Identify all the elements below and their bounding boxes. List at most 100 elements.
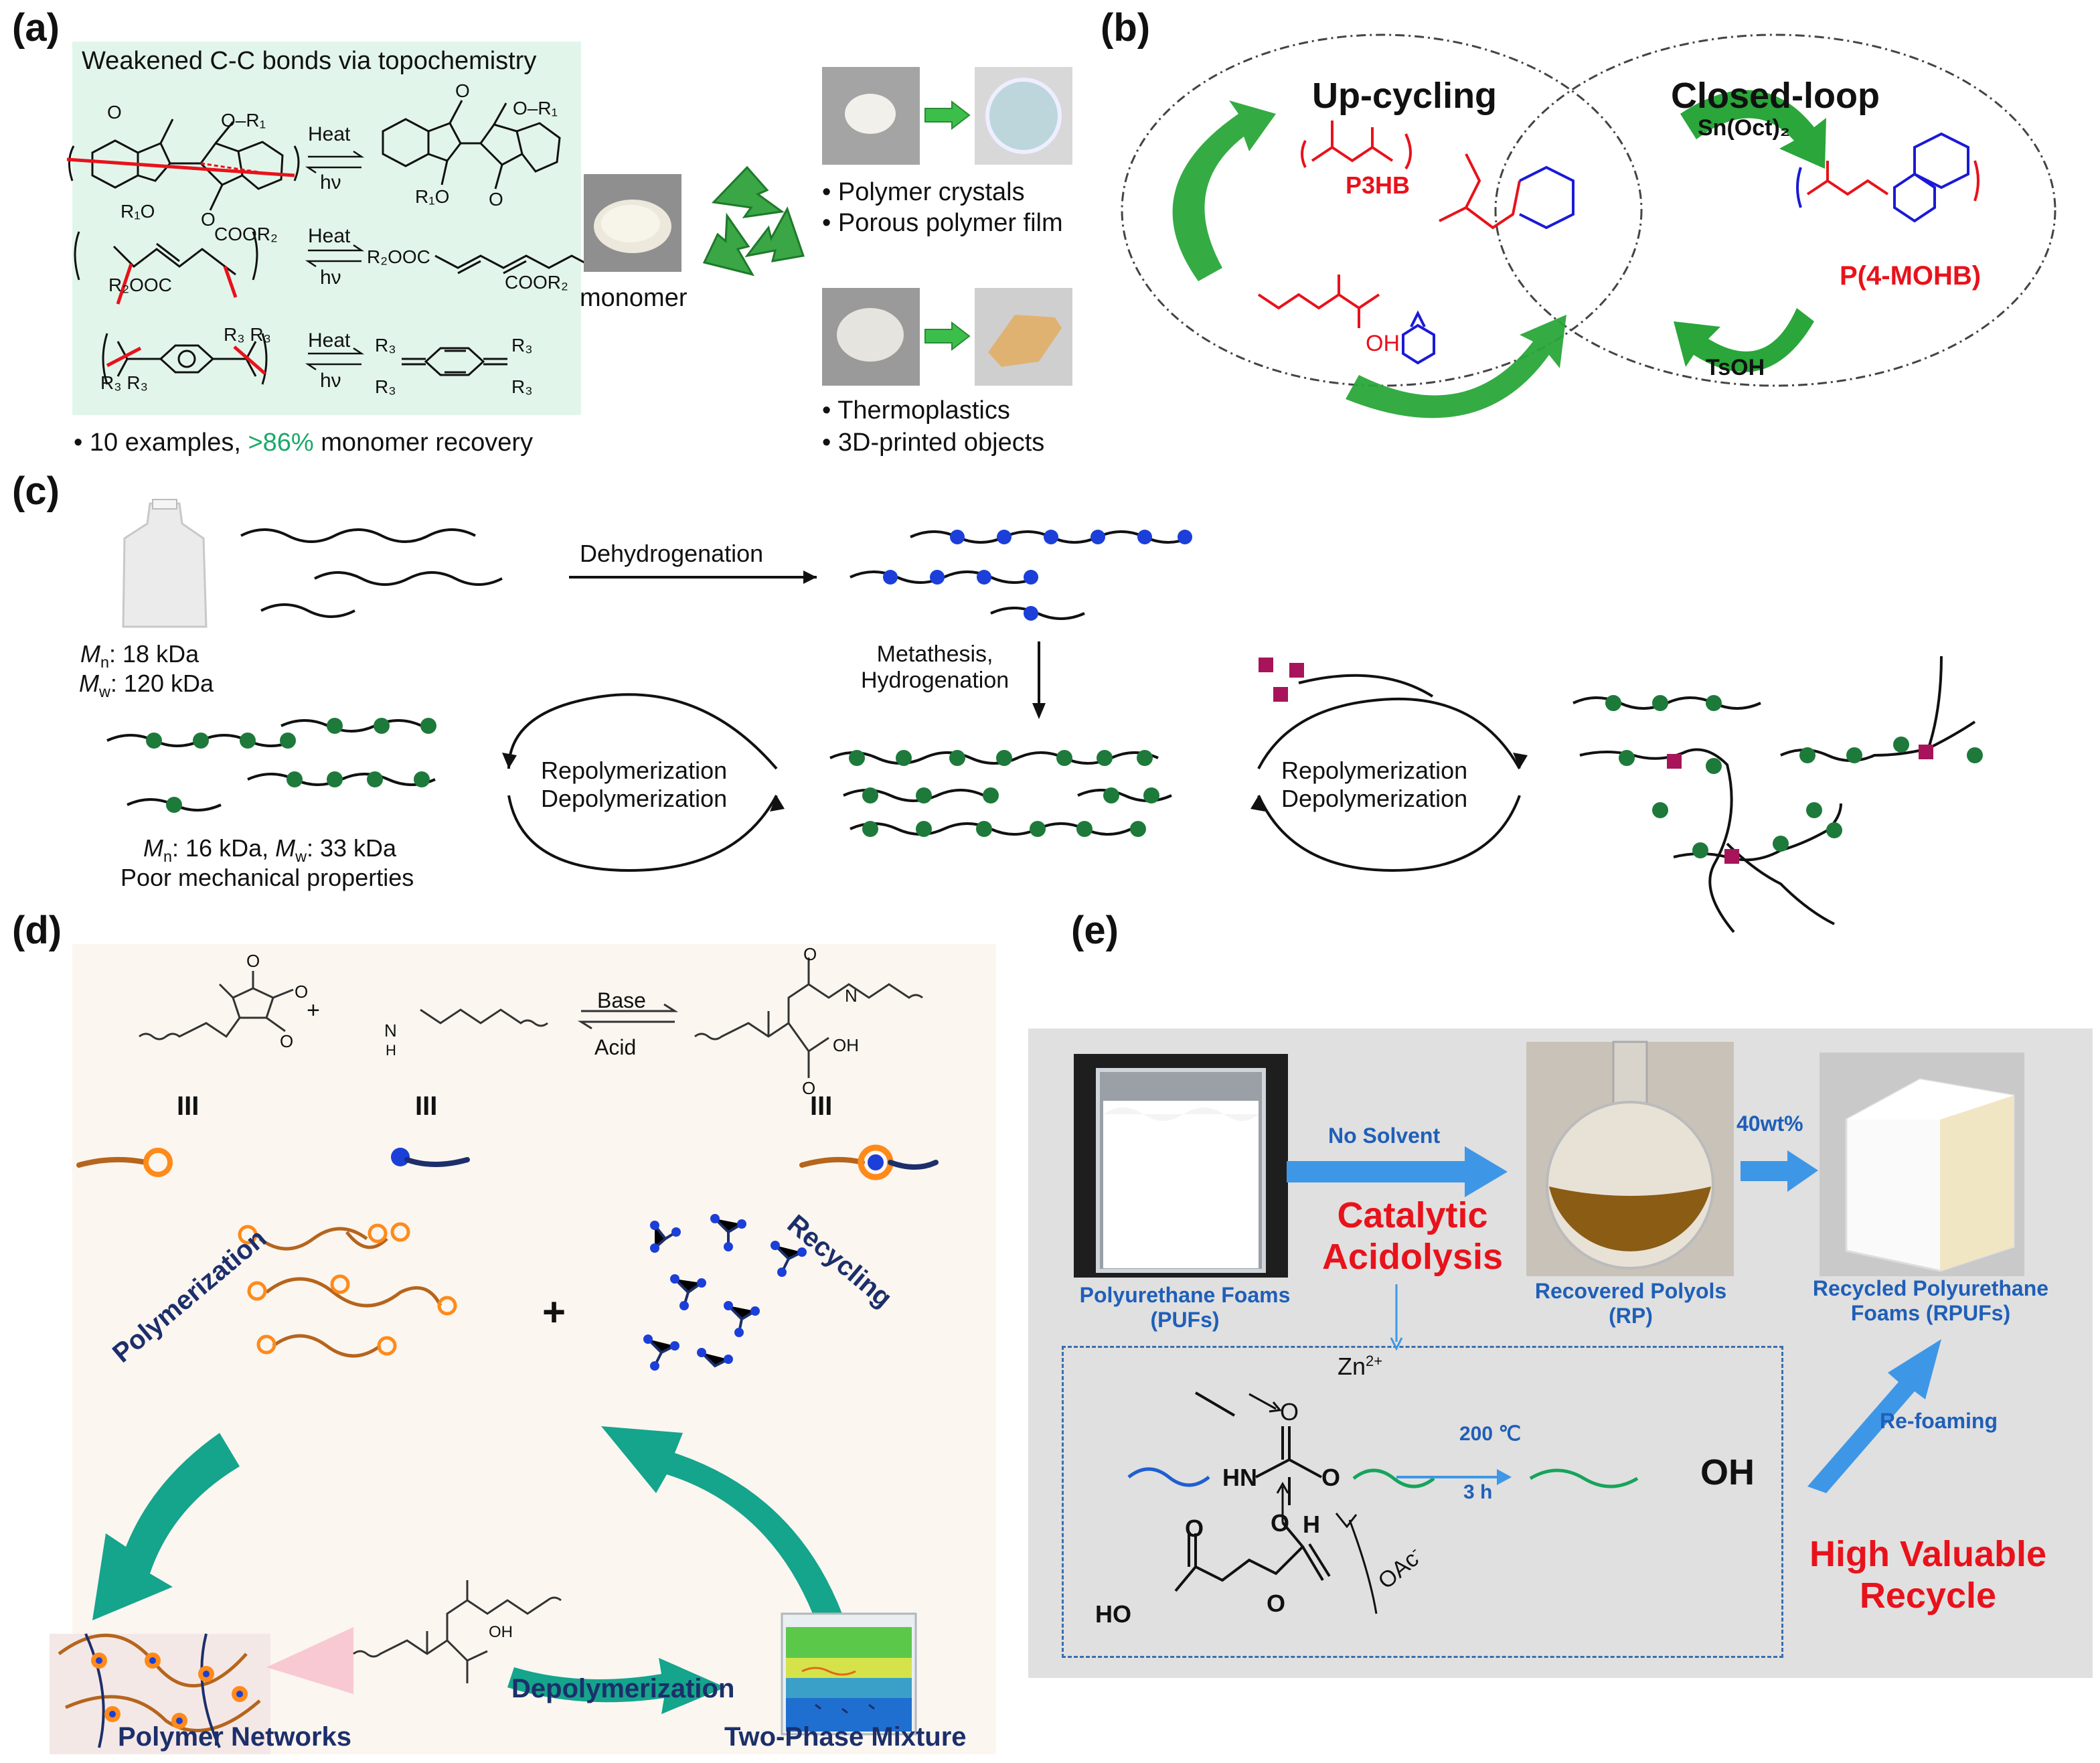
bullet-3d-printed: • 3D-printed objects <box>822 429 1045 457</box>
panel-a-footnote: • 10 examples, >86% monomer recovery <box>74 429 534 457</box>
oligomer-chains <box>258 1227 442 1358</box>
upcycling-title: Up-cycling <box>1312 76 1498 116</box>
right-cycle-label: Repolymerization Depolymerization <box>1281 757 1468 812</box>
adduct-icon-tail-left <box>799 1156 865 1168</box>
monomer-label: monomer <box>580 284 688 312</box>
right-cycle-top <box>1257 697 1521 769</box>
cyclohexene-oxide <box>1402 310 1435 365</box>
oh-label-b: OH <box>1366 331 1400 356</box>
polymer-crystal-photo <box>822 67 920 165</box>
ester-o-label: O <box>1321 1464 1341 1491</box>
panel-c-chains-svg <box>106 528 1983 933</box>
amine-icon-tail <box>404 1157 470 1167</box>
oligomer-rings <box>238 1222 457 1356</box>
wt-label: 40wt% <box>1736 1112 1803 1136</box>
rp-flask-photo <box>1526 1041 1734 1276</box>
closed-loop-title: Closed-loop <box>1671 76 1880 116</box>
zn-label: Zn2+ <box>1338 1353 1383 1380</box>
depolymerization-label: Depolymerization <box>511 1674 735 1703</box>
anhydride-o-top: O <box>246 951 260 971</box>
amide-n: N <box>845 986 858 1006</box>
coor2-label: COOR₂ <box>214 224 278 244</box>
mechanism-svg <box>1127 1391 1639 1614</box>
green-chain-right <box>1352 1468 1435 1488</box>
pmohb-structure <box>1796 132 1980 223</box>
weak-bond-dash-1 <box>200 162 282 177</box>
green-arrow-bottom <box>924 321 971 352</box>
anhydride-icon-ring <box>143 1148 173 1177</box>
blue-arrow-no-solvent <box>1287 1146 1508 1197</box>
equilibrium-arrow-2 <box>305 244 365 268</box>
center-green-dots <box>849 750 1159 837</box>
crosslinker-amine-heads <box>643 1214 807 1371</box>
network-adduct-oh: OH <box>489 1623 513 1641</box>
crosslinker-squares <box>1259 658 1304 702</box>
green-arrow-top <box>924 100 971 131</box>
carbonyl-o-1: O <box>107 102 122 123</box>
puf-beaker-photo <box>1074 1054 1288 1278</box>
equilibrium-arrow-1 <box>305 150 365 174</box>
teal-arrow-recycling <box>601 1426 842 1614</box>
anhydride-o-ring: O <box>295 982 309 1002</box>
ester-carbonyl-o-label: O <box>1267 1590 1286 1617</box>
left-green-dots <box>146 718 436 813</box>
reaction-2-product <box>434 254 595 275</box>
left-cycle-bottom <box>507 795 778 872</box>
anhydride-o-bottom: O <box>280 1031 294 1051</box>
network-adduct-structure <box>353 1580 562 1683</box>
hv-label-3: hν <box>320 370 341 392</box>
green-chain-product <box>1529 1468 1639 1488</box>
r3-top-label: R₃ R₃ <box>224 324 272 345</box>
amide-o-top: O <box>803 944 817 964</box>
panel-b-label: (b) <box>1101 6 1151 50</box>
amide-structure <box>694 957 923 1078</box>
base-label: Base <box>597 988 646 1012</box>
panel-b-diagram <box>1121 33 2056 418</box>
mechanism-box <box>1062 1346 1783 1658</box>
two-phase-beaker <box>781 1612 917 1736</box>
temperature-label: 200 ℃ <box>1459 1423 1522 1445</box>
heat-label-1: Heat <box>308 123 351 145</box>
catalytic-acidolysis-label: Catalytic Acidolysis <box>1321 1195 1504 1277</box>
r3-product-right-bottom: R₃ <box>511 376 533 397</box>
rpuf-foam-photo <box>1820 1053 2024 1276</box>
r3-bottom-label: R₃ R₃ <box>100 372 149 393</box>
panel-a-reactions-svg <box>66 100 595 385</box>
rpuf-caption: Recycled Polyurethane Foams (RPUFs) <box>1812 1276 2049 1325</box>
plus-sign-large: + <box>542 1290 566 1334</box>
r3-product-right-top: R₃ <box>511 335 533 356</box>
blue-chain-left <box>1127 1467 1210 1487</box>
r3-product-left-bottom: R₃ <box>375 376 396 397</box>
recovery-highlight: >86% <box>248 429 314 457</box>
network-crosslinks <box>1667 745 1933 864</box>
r3-product-left-top: R₃ <box>375 335 396 356</box>
network-chains <box>1572 656 1976 933</box>
monomer-photo <box>584 174 681 272</box>
polymer-network-render <box>50 1627 353 1754</box>
anhydride-structure <box>139 971 294 1041</box>
panel-a-label: (a) <box>12 6 60 50</box>
blue-arrow-40wt <box>1741 1150 1818 1192</box>
bullet-polymer-crystals: • Polymer crystals <box>822 178 1025 206</box>
rp-caption: Recovered Polyols (RP) <box>1534 1279 1727 1328</box>
high-valuable-label: High Valuable Recycle <box>1809 1534 2047 1616</box>
milk-jug-photo <box>122 499 208 628</box>
refoaming-arrow <box>1807 1339 1941 1493</box>
anhydride-icon-tail <box>76 1156 149 1168</box>
amide-o-bottom: O <box>802 1078 816 1098</box>
porous-film-photo <box>975 67 1072 165</box>
network-green-dots <box>1605 695 1983 858</box>
teal-arrow-polymerization <box>92 1433 240 1620</box>
tsoh-label: TsOH <box>1706 355 1765 380</box>
acid-o-label: O <box>1185 1515 1204 1542</box>
carbonyl-o-3: O <box>455 80 470 101</box>
roman-label-1: III <box>177 1091 199 1121</box>
panel-c-label: (c) <box>12 469 60 513</box>
mn-label: Mn: 18 kDa <box>80 640 199 672</box>
carbonyl-o-4: O <box>489 189 503 210</box>
r1-bottom-product: R₁O <box>415 186 450 207</box>
green-arrow-upcycle-bottom <box>1346 315 1566 418</box>
succinic-structure <box>1174 1521 1331 1592</box>
polymer-networks-label: Polymer Networks <box>118 1722 352 1752</box>
ho-label: HO <box>1095 1600 1131 1628</box>
